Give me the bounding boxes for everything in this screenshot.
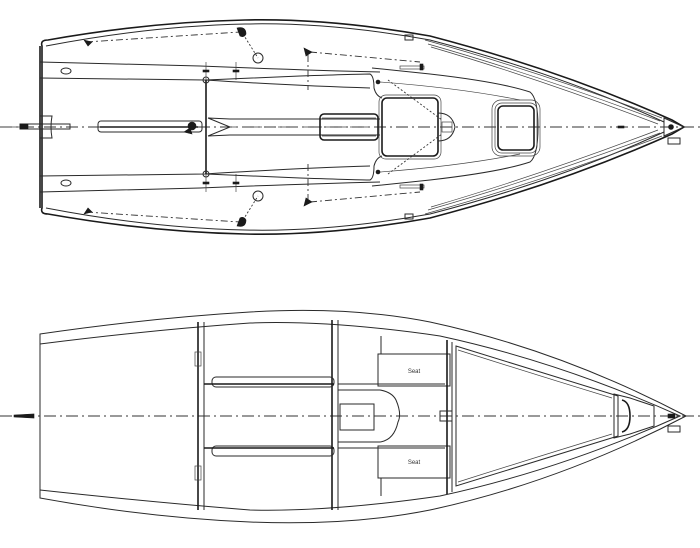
drain-starboard-icon bbox=[60, 179, 72, 187]
cockpit-sole-port-edge bbox=[211, 376, 335, 388]
interior-bow-roller bbox=[667, 425, 681, 433]
bow-eye-icon bbox=[667, 413, 676, 419]
cleat-starboard-icon bbox=[404, 213, 414, 220]
seat-port bbox=[377, 353, 451, 387]
toe-rail-starboard bbox=[424, 129, 663, 215]
winch-starboard-icon bbox=[252, 190, 264, 202]
shroud-port bbox=[85, 31, 421, 63]
bow-roller bbox=[667, 137, 681, 145]
forward-compartment bbox=[455, 345, 619, 487]
chainplate-starboard-icon bbox=[236, 217, 247, 227]
keel-trunk bbox=[379, 389, 401, 443]
cockpit-coaming bbox=[205, 73, 383, 181]
interior-hull-outline bbox=[39, 309, 688, 524]
tiller bbox=[97, 120, 203, 133]
jib-block-starboard-icon bbox=[303, 197, 313, 207]
deck-plan-view bbox=[0, 19, 700, 235]
toe-rail-port bbox=[424, 39, 663, 125]
rudder-pintle-icon bbox=[13, 413, 35, 419]
forestay-point-icon bbox=[668, 124, 674, 130]
cockpit-sole-starboard-edge bbox=[211, 445, 335, 457]
chainplate-port-icon bbox=[236, 27, 247, 37]
side-deck-starboard bbox=[39, 165, 381, 193]
shroud-starboard bbox=[85, 191, 421, 223]
centreboard-case bbox=[339, 403, 375, 431]
companionway-hatch bbox=[381, 97, 439, 157]
deck-hull-outline bbox=[40, 19, 686, 235]
mast-collar bbox=[437, 112, 456, 142]
winch-port-icon bbox=[252, 52, 264, 64]
cleat-port-icon bbox=[404, 34, 414, 41]
interior-plan-view: Seat Seat bbox=[0, 309, 700, 524]
side-deck-port bbox=[39, 61, 381, 89]
cabin-top-outline bbox=[371, 67, 539, 187]
jib-block-port-icon bbox=[303, 47, 313, 57]
mast-step-icon bbox=[439, 410, 453, 422]
bow-fitting bbox=[663, 117, 686, 137]
mast-step-box bbox=[319, 113, 379, 141]
seat-starboard-label: Seat bbox=[408, 460, 421, 466]
drain-port-icon bbox=[60, 67, 72, 75]
fore-hatch bbox=[497, 105, 535, 151]
rudder-head bbox=[40, 115, 53, 139]
seat-starboard bbox=[377, 445, 451, 479]
bow-locker bbox=[613, 393, 655, 439]
interior-hull-inner bbox=[39, 322, 682, 511]
deck-hull-inner-edge bbox=[45, 23, 665, 231]
seat-port-label: Seat bbox=[408, 369, 421, 375]
